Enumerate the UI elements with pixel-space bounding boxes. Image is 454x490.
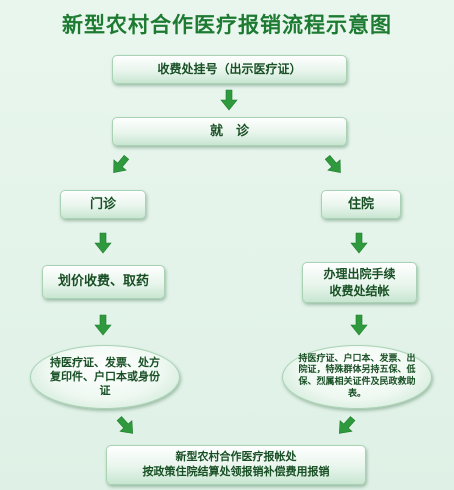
node-outpatient-docs-label: 持医疗证、发票、处方复印件、户口本或身份证 bbox=[50, 355, 160, 398]
node-discharge-line2: 收费处结帐 bbox=[329, 283, 390, 298]
arrow-pricing-to-docs bbox=[94, 314, 112, 336]
node-outpatient-label: 门诊 bbox=[89, 196, 116, 212]
node-final-line2: 按政策住院结算处领报销补偿费用报销 bbox=[142, 465, 330, 478]
node-discharge: 办理出院手续 收费处结帐 bbox=[302, 262, 417, 303]
node-inpatient-docs: 持医疗证、户口本、发票、出院证，特殊群体另持五保、低保、烈属相关证件及民政救助表… bbox=[282, 345, 432, 409]
arrow-discharge-to-docs bbox=[350, 314, 368, 336]
node-discharge-line1: 办理出院手续 bbox=[323, 267, 396, 282]
node-final-line1: 新型农村合作医疗报帐处 bbox=[175, 450, 297, 464]
node-inpatient-label: 住院 bbox=[347, 196, 374, 212]
node-register-label: 收费处挂号（出示医疗证） bbox=[157, 62, 302, 77]
node-inpatient: 住院 bbox=[321, 190, 401, 219]
node-pricing-label: 划价收费、取药 bbox=[57, 274, 149, 290]
page-title: 新型农村合作医疗报销流程示意图 bbox=[62, 13, 392, 37]
node-pricing: 划价收费、取药 bbox=[42, 265, 165, 299]
node-consult-label: 就 诊 bbox=[209, 123, 249, 139]
arrow-inpatient-docs-to-final bbox=[338, 416, 356, 434]
node-outpatient: 门诊 bbox=[60, 190, 146, 219]
node-inpatient-docs-label: 持医疗证、户口本、发票、出院证，特殊群体另持五保、低保、烈属相关证件及民政救助表… bbox=[298, 353, 416, 399]
arrow-inpatient-to-discharge bbox=[350, 232, 368, 254]
arrow-outpatient-docs-to-final bbox=[116, 416, 134, 434]
arrow-consult-to-outpatient bbox=[113, 154, 130, 174]
arrow-register-to-consult bbox=[220, 89, 238, 111]
arrow-outpatient-to-pricing bbox=[94, 232, 112, 254]
node-final: 新型农村合作医疗报帐处 按政策住院结算处领报销补偿费用报销 bbox=[106, 445, 366, 485]
arrow-consult-to-inpatient bbox=[324, 154, 341, 174]
node-register: 收费处挂号（出示医疗证） bbox=[112, 55, 347, 84]
node-consult: 就 诊 bbox=[112, 117, 347, 146]
node-outpatient-docs: 持医疗证、发票、处方复印件、户口本或身份证 bbox=[30, 345, 180, 409]
